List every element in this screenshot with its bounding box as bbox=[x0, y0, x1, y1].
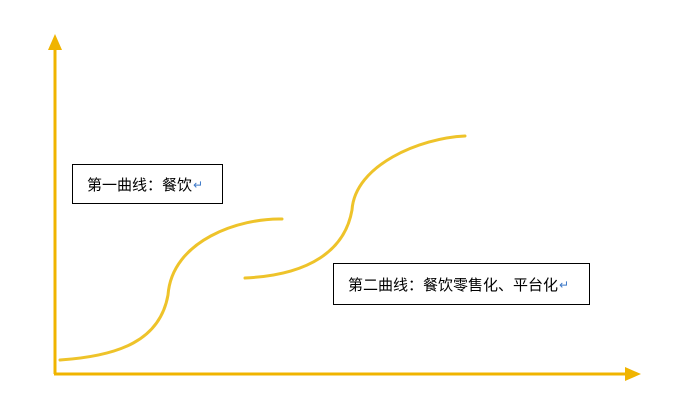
second-curve-label: 第二曲线：餐饮零售化、平台化 bbox=[348, 275, 559, 294]
first-curve-label: 第一曲线：餐饮 bbox=[87, 175, 193, 194]
x-axis-arrow-icon bbox=[625, 367, 641, 381]
first-curve bbox=[58, 217, 284, 362]
paragraph-mark-icon: ↵ bbox=[559, 278, 570, 292]
second-curve-label-box: 第二曲线：餐饮零售化、平台化↵ bbox=[333, 263, 590, 305]
y-axis-arrow-icon bbox=[48, 34, 62, 50]
first-curve-label-box: 第一曲线：餐饮↵ bbox=[72, 164, 223, 204]
second-curve bbox=[243, 134, 467, 280]
paragraph-mark-icon: ↵ bbox=[193, 178, 204, 192]
